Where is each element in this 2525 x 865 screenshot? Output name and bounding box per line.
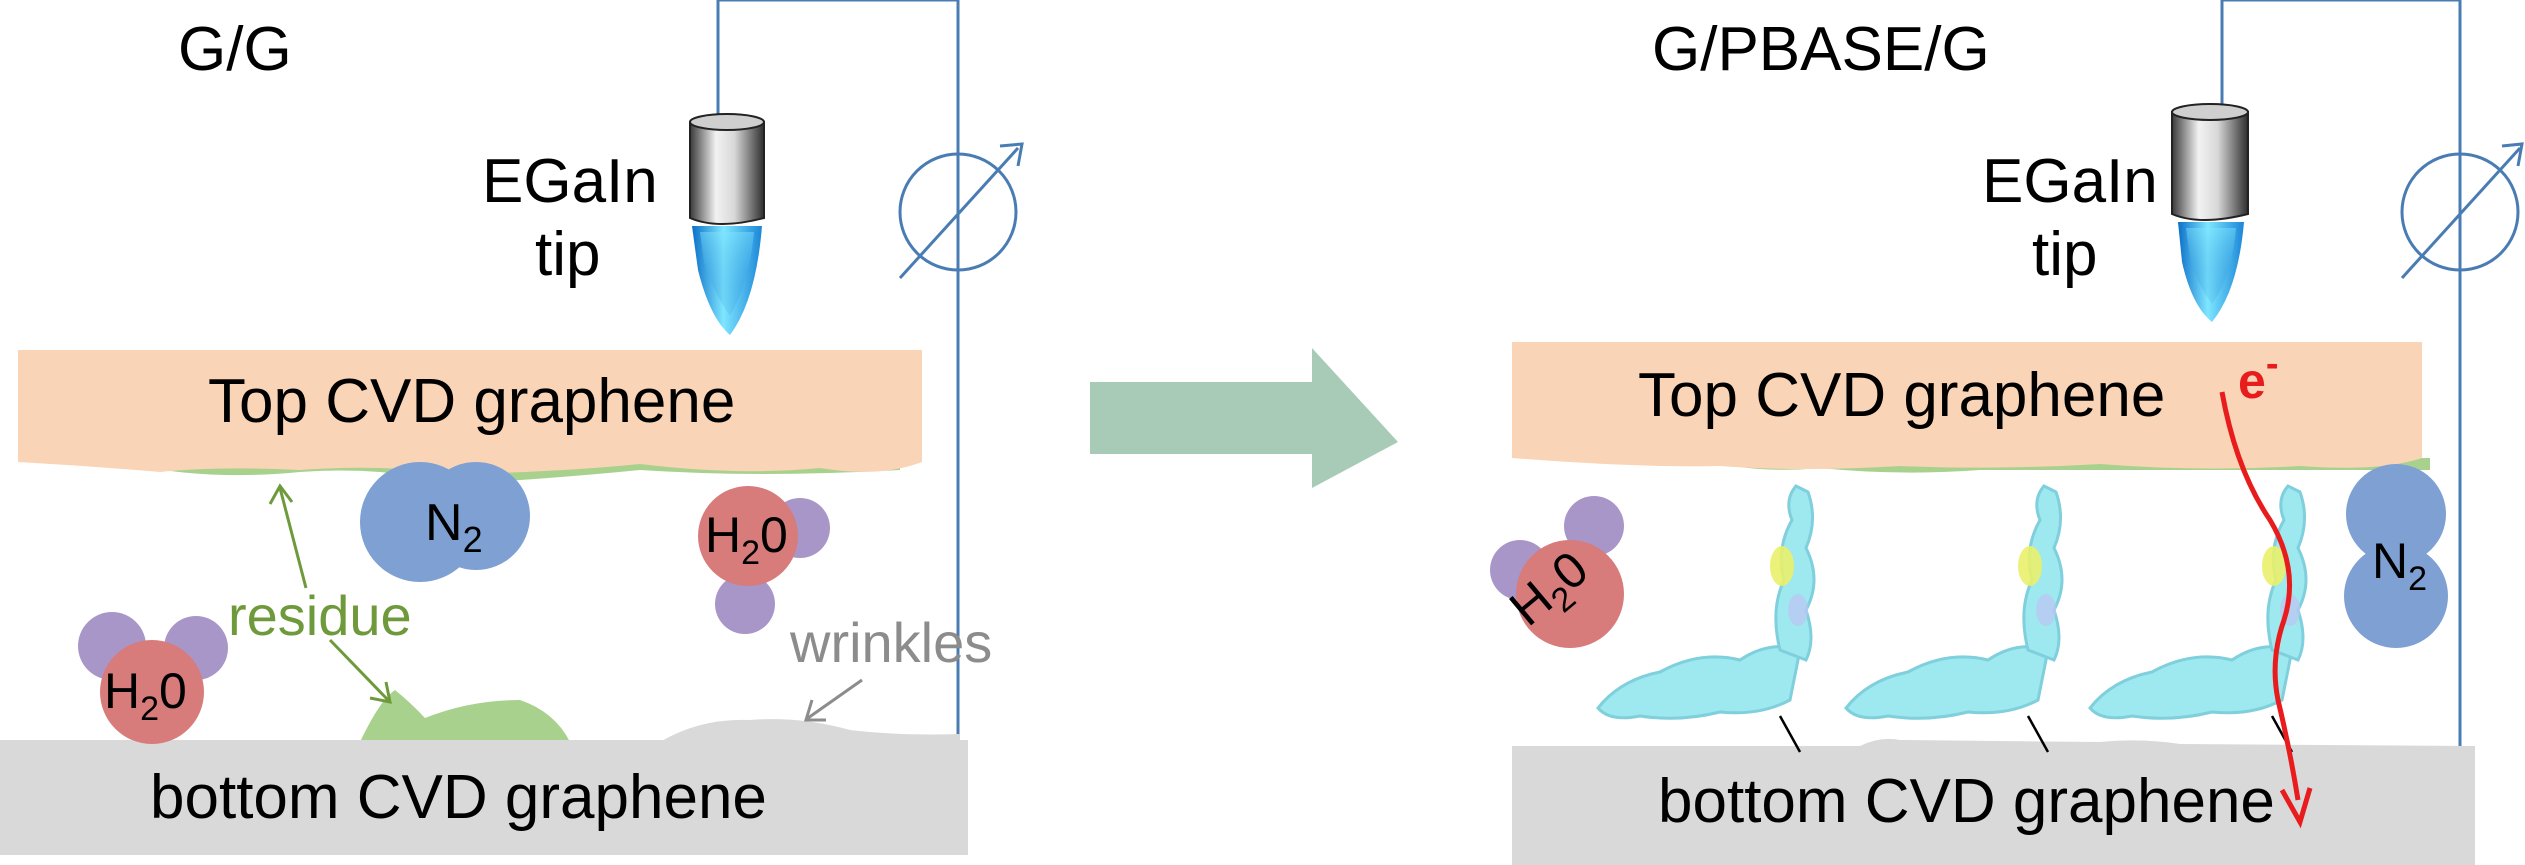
electron-path-line [2219, 391, 2301, 801]
right-meter-arrow-line [2400, 146, 2522, 280]
residue-label: residue [228, 584, 412, 647]
left-egain-tip [689, 113, 765, 335]
left-wrinkle [660, 719, 960, 742]
left-n2-molecule: N2 [360, 462, 530, 582]
right-tip-drop-shine [2186, 228, 2236, 304]
transition-arrow [1090, 348, 1398, 488]
residue-arrows [268, 483, 392, 704]
left-h2o-molecule-right: H20 [698, 486, 830, 634]
residue-arrow-up-head [268, 483, 294, 505]
right-bottom-graphene-label: bottom CVD graphene [1658, 767, 2275, 836]
right-meter-arrow-head [2501, 142, 2524, 167]
left-top-graphene [18, 350, 922, 474]
wrinkles-label: wrinkles [789, 611, 992, 674]
electron-label: e- [2238, 343, 2278, 409]
right-circuit-wire [2220, 0, 2462, 762]
residue-arrow-down [328, 638, 390, 702]
right-bottom-graphene [1512, 738, 2475, 865]
wrinkles-arrow [803, 678, 863, 722]
left-meter-arrow-head [999, 142, 1024, 167]
left-bottom-graphene [0, 740, 968, 855]
left-title: G/G [178, 15, 292, 84]
right-circuit [2220, 0, 2524, 762]
right-egain-tip [2171, 103, 2249, 322]
left-n2-label: N2 [425, 494, 483, 560]
left-tip-cylinder [689, 116, 765, 225]
residue-arrow-down-head [369, 681, 392, 704]
right-title: G/PBASE/G [1652, 15, 1990, 84]
left-h2o-molecule-left: H20 [78, 612, 228, 744]
right-tip-label-2: tip [2032, 220, 2097, 289]
left-meter-arrow-line [898, 146, 1020, 280]
left-circuit [716, 0, 1024, 770]
pbase-molecule-2 [1844, 484, 2064, 753]
right-meter-circle [2400, 152, 2520, 272]
right-top-graphene-label: Top CVD graphene [1638, 361, 2165, 430]
electron-path-arrowhead [2279, 787, 2313, 829]
right-n2-molecule: N2 [2344, 464, 2448, 648]
right-tip-cylinder-top [2171, 103, 2249, 121]
right-top-graphene [1512, 342, 2422, 469]
left-tip-label-1: EGaIn [482, 147, 658, 216]
right-h2o-molecule: H20 [1490, 496, 1624, 648]
right-panel: G/PBASE/G EGaIn tip Top CVD graphene bot… [1490, 0, 2524, 865]
left-top-graphene-label: Top CVD graphene [208, 367, 735, 436]
pbase-molecule-1 [1596, 484, 1816, 753]
residue-arrow-up [278, 487, 308, 589]
left-bottom-residue [360, 690, 570, 742]
left-h2o-left-label: H20 [104, 663, 187, 728]
left-meter-circle [898, 152, 1018, 272]
left-h2o-right-label: H20 [705, 507, 788, 572]
left-tip-cylinder-top [689, 113, 765, 131]
left-bottom-graphene-label: bottom CVD graphene [150, 763, 767, 832]
left-tip-drop-shine [700, 232, 754, 316]
right-tip-cylinder [2171, 106, 2249, 221]
left-tip-label-2: tip [535, 220, 600, 289]
left-circuit-wire [716, 0, 960, 770]
electron-path [2219, 391, 2313, 829]
right-tip-label-1: EGaIn [1982, 147, 2158, 216]
left-panel: G/G EGaIn tip Top CVD graphene bottom CV… [0, 0, 1024, 855]
right-n2-label: N2 [2372, 533, 2427, 598]
